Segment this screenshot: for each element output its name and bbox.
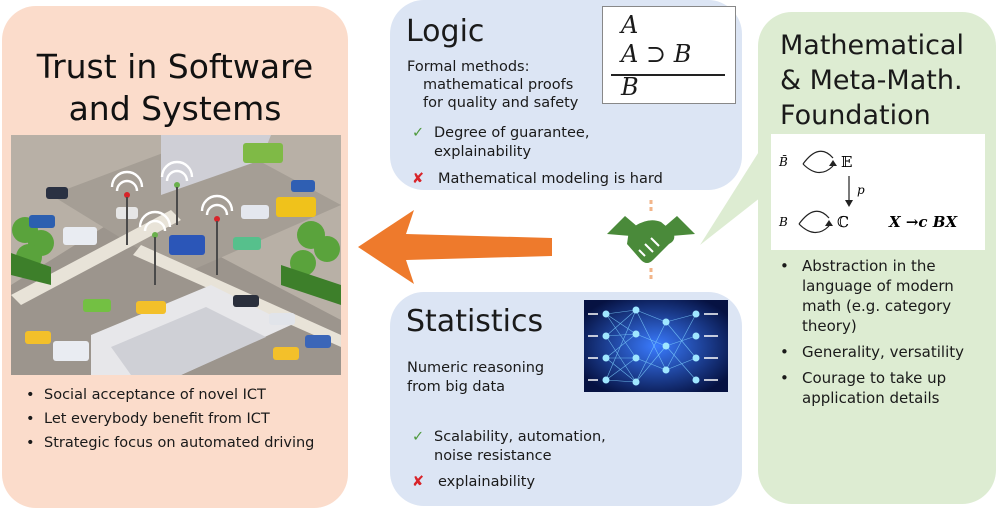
statistics-con: ✘ explainability [412, 473, 732, 492]
diagram-top-right: 𝔼 [841, 153, 852, 171]
coalgebra-formula: X →c BX [888, 213, 958, 231]
arrow-left-icon [358, 208, 558, 286]
modus-ponens-formula: A A ⊃ B B [602, 6, 736, 104]
city-graphic [11, 135, 341, 375]
math-bullets: Abstraction in the language of modern ma… [772, 256, 994, 414]
list-item: Strategic focus on automated driving [22, 434, 342, 453]
logic-pro: ✓ Degree of guarantee, explainability [412, 124, 732, 162]
diagram-bot-left: B [778, 215, 788, 229]
logic-title: Logic [406, 14, 484, 49]
trust-bullets: Social acceptance of novel ICT Let every… [22, 386, 342, 458]
diagram-top-left: B̄ [778, 154, 788, 169]
statistics-description: Numeric reasoning from big data [407, 359, 544, 397]
check-icon: ✓ [412, 428, 424, 447]
list-item: Courage to take up application details [772, 368, 994, 408]
neural-network-image [584, 300, 728, 392]
statistics-title: Statistics [406, 304, 543, 339]
list-item: Social acceptance of novel ICT [22, 386, 342, 405]
handshake-icon [603, 200, 699, 280]
math-foundation-panel: Mathematical & Meta-Math. Foundation B̄ … [758, 12, 996, 504]
list-item: Generality, versatility [772, 342, 994, 362]
trust-panel: Trust in Software and Systems [2, 6, 348, 508]
statistics-panel: Statistics [390, 292, 742, 506]
neural-network-icon [584, 300, 728, 392]
trust-title: Trust in Software and Systems [2, 46, 348, 130]
smart-city-illustration [11, 135, 341, 375]
diagram-map-label: p [857, 183, 865, 197]
diagram-bot-right: ℂ [837, 213, 849, 231]
list-item: Abstraction in the language of modern ma… [772, 256, 994, 336]
fibration-diagram: B̄ 𝔼 p B ℂ X →c BX [771, 134, 985, 250]
category-theory-diagram: B̄ 𝔼 p B ℂ X →c BX [771, 134, 985, 250]
logic-con: ✘ Mathematical modeling is hard [412, 170, 732, 189]
math-title: Mathematical & Meta-Math. Foundation [780, 28, 964, 133]
cross-icon: ✘ [412, 473, 424, 492]
cross-icon: ✘ [412, 170, 424, 189]
list-item: Let everybody benefit from ICT [22, 410, 342, 429]
logic-description: Formal methods: mathematical proofs for … [407, 58, 578, 112]
check-icon: ✓ [412, 124, 424, 143]
statistics-pro: ✓ Scalability, automation, noise resista… [412, 428, 732, 466]
logic-panel: Logic Formal methods: mathematical proof… [390, 0, 742, 190]
